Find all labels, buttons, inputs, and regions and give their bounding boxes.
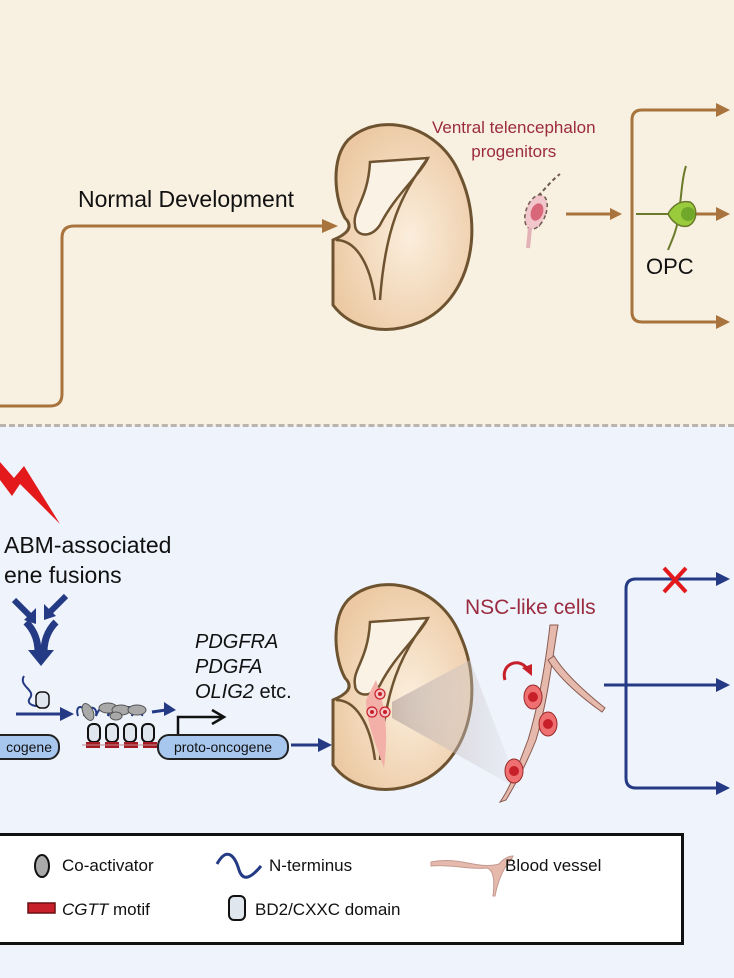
- left-gene-label: cogene: [0, 734, 60, 760]
- n-terminus-icon: [215, 852, 263, 879]
- legend-cgtt-motif: CGTT motif: [62, 900, 150, 920]
- binding-arrow: [16, 707, 74, 721]
- progenitor-to-opc-arrow: [566, 208, 622, 220]
- bd2-cxxc-domain-icon: [228, 895, 246, 921]
- progenitor-label-line1: Ventral telencephalon: [432, 118, 596, 137]
- opc-cell-icon: [636, 165, 697, 251]
- opc-label: OPC: [646, 254, 694, 279]
- target-genes-suffix: etc.: [253, 681, 292, 703]
- target-genes-list: PDGFRA PDGFA OLIG2 etc.: [195, 630, 292, 705]
- blood-vessel-icon: [430, 855, 514, 897]
- activation-arrow: [151, 702, 176, 716]
- blocked-path-x-icon: [662, 566, 688, 594]
- legend-bd2-cxxc-domain: BD2/CXXC domain: [255, 900, 401, 919]
- oncogene-to-brain-arrow: [291, 738, 332, 752]
- cgtt-italic: CGTT: [62, 900, 109, 919]
- legend-icons: [27, 852, 514, 921]
- target-gene-row: OLIG2 etc.: [195, 680, 292, 705]
- nsc-label: NSC-like cells: [465, 596, 596, 619]
- chromatin-complex-icon: [76, 702, 160, 748]
- legend-blood-vessel: Blood vessel: [505, 856, 602, 875]
- tumor-branch-arrows: [604, 572, 730, 795]
- target-gene: OLIG2: [195, 681, 254, 703]
- normal-development-label: Normal Development: [78, 186, 295, 212]
- fusion-trigger-label: ABM-associated ene fusions: [4, 530, 171, 590]
- progenitor-label: Ventral telencephalon progenitors: [432, 116, 596, 164]
- motif-text: motif: [108, 900, 150, 919]
- normal-branch-arrows: [630, 103, 730, 329]
- progenitor-cell-icon: [524, 173, 561, 249]
- fusion-trigger-line1: ABM-associated: [4, 532, 172, 558]
- proto-oncogene-label: proto-oncogene: [157, 734, 289, 760]
- brain-section-top: [331, 123, 474, 331]
- brain-section-bottom: [331, 583, 520, 791]
- progenitor-label-line2: progenitors: [471, 142, 557, 161]
- legend: Co-activator N-terminus Blood vessel CGT…: [0, 833, 684, 945]
- normal-development-arrow: [0, 219, 338, 408]
- fusion-protein-icon: [21, 675, 50, 709]
- cgtt-motif-icon: [27, 902, 56, 914]
- co-activator-icon: [34, 854, 50, 878]
- target-gene: PDGFA: [195, 656, 263, 678]
- nsc-vessel-icon: [498, 624, 606, 803]
- legend-co-activator: Co-activator: [62, 856, 154, 875]
- mutation-lightning-icon: [0, 462, 60, 524]
- legend-n-terminus: N-terminus: [269, 856, 353, 875]
- fusion-convergence-arrow: [11, 593, 69, 666]
- panel-divider: [0, 424, 734, 427]
- fusion-trigger-line2: ene fusions: [4, 562, 122, 588]
- target-gene: PDGFRA: [195, 631, 279, 653]
- transcription-start-arrow: [176, 708, 227, 734]
